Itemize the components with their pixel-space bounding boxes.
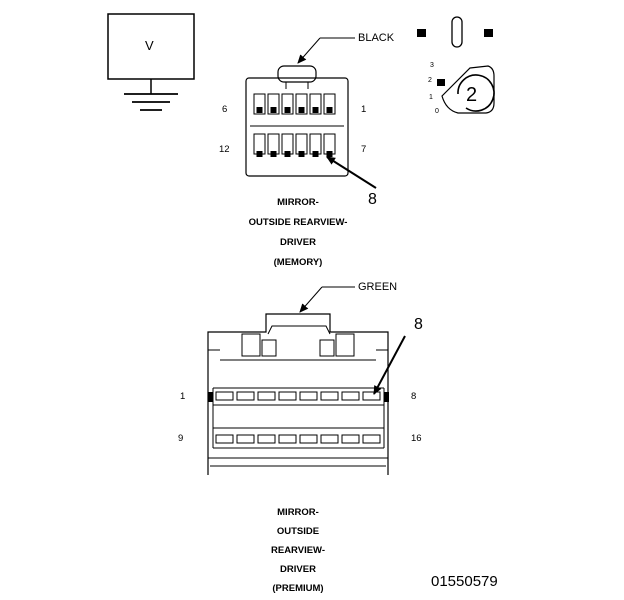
premium-pin-label-8: 8: [411, 391, 417, 402]
memory-pin-terminal: [312, 151, 319, 157]
premium-connector-drawing: [207, 313, 389, 475]
dial-position-0: 0: [435, 108, 439, 115]
memory-pin-label-6: 6: [222, 104, 228, 115]
premium-pin-label-1: 1: [180, 391, 186, 402]
premium-connector-color: GREEN: [358, 281, 398, 293]
voltmeter-label: V: [145, 38, 154, 53]
memory-caption-line-2: OUTSIDE REARVIEW-: [248, 217, 348, 228]
memory-pin-terminal: [326, 107, 333, 113]
memory-connector-color: BLACK: [358, 32, 395, 44]
memory-pin-cavity: [281, 93, 294, 115]
premium-pin-cavity: [257, 434, 276, 444]
memory-pin-cavity: [309, 93, 322, 115]
premium-caption-line-3: REARVIEW-: [271, 545, 325, 556]
memory-pin-label-7: 7: [361, 144, 367, 155]
memory-pin-terminal: [256, 151, 263, 157]
memory-pin-label-1: 1: [361, 104, 367, 115]
memory-pin-cavity: [295, 93, 308, 115]
memory-pin-terminal: [270, 107, 277, 113]
premium-caption-line-1: MIRROR-: [277, 507, 319, 518]
premium-caption-line-5: (PREMIUM): [272, 583, 324, 594]
premium-pin-cavity: [320, 391, 339, 401]
voltmeter-symbol: [107, 13, 195, 111]
premium-caption-line-2: OUTSIDE: [276, 526, 320, 537]
memory-caption-line-3: DRIVER: [280, 237, 316, 248]
premium-caption: MIRROR- OUTSIDE REARVIEW- DRIVER (PREMIU…: [238, 503, 358, 598]
premium-pin-label-16: 16: [411, 433, 422, 444]
premium-pin-cavity: [236, 391, 255, 401]
memory-caption-line-4: (MEMORY): [273, 257, 323, 268]
premium-caption-line-4: DRIVER: [280, 564, 316, 575]
premium-pin-cavity: [341, 434, 360, 444]
premium-pin-cavity: [299, 391, 318, 401]
dial-position-1: 1: [429, 94, 433, 101]
memory-pin-cavity: [267, 93, 280, 115]
memory-caption: MIRROR- OUTSIDE REARVIEW- DRIVER (MEMORY…: [218, 193, 378, 273]
memory-pin-terminal: [312, 107, 319, 113]
premium-pin-label-9: 9: [178, 433, 184, 444]
dial-position-3: 3: [430, 62, 434, 69]
meter-dial-icon: [417, 16, 495, 114]
memory-pin-terminal: [256, 107, 263, 113]
premium-pin-cavity: [341, 391, 360, 401]
memory-pin8-arrow: [326, 156, 377, 189]
memory-pin-terminal: [298, 107, 305, 113]
premium-pin-cavity: [215, 391, 234, 401]
memory-pin-cavity: [323, 93, 336, 115]
memory-color-arrow: [297, 37, 321, 64]
memory-pin-cavity: [253, 93, 266, 115]
memory-connector-drawing: [245, 65, 349, 177]
memory-pin-terminal: [284, 151, 291, 157]
memory-callout-pin-8: 8: [368, 191, 377, 208]
dial-position-2: 2: [428, 77, 432, 84]
memory-pin-terminal: [326, 151, 333, 157]
premium-pin-cavity: [362, 434, 381, 444]
premium-pin8-arrow: [373, 335, 406, 395]
premium-pin-cavity: [236, 434, 255, 444]
premium-pin-cavity: [320, 434, 339, 444]
premium-pin-cavities: [215, 391, 381, 444]
memory-pin-terminal: [284, 107, 291, 113]
premium-pin-cavity: [278, 434, 297, 444]
premium-callout-pin-8: 8: [414, 316, 423, 333]
memory-pin-terminal: [298, 151, 305, 157]
memory-caption-line-1: MIRROR-: [277, 197, 319, 208]
premium-pin-cavity: [299, 434, 318, 444]
premium-pin-cavity: [257, 391, 276, 401]
memory-pin-cavities: [253, 93, 336, 157]
premium-pin-cavity: [215, 434, 234, 444]
premium-pin-cavity: [278, 391, 297, 401]
memory-pin-label-12: 12: [219, 144, 230, 155]
premium-pin-cavity: [362, 391, 381, 401]
memory-pin-terminal: [270, 151, 277, 157]
dial-setting-value: 2: [466, 84, 478, 106]
premium-color-arrow: [299, 286, 323, 313]
figure-id: 01550579: [431, 573, 498, 590]
